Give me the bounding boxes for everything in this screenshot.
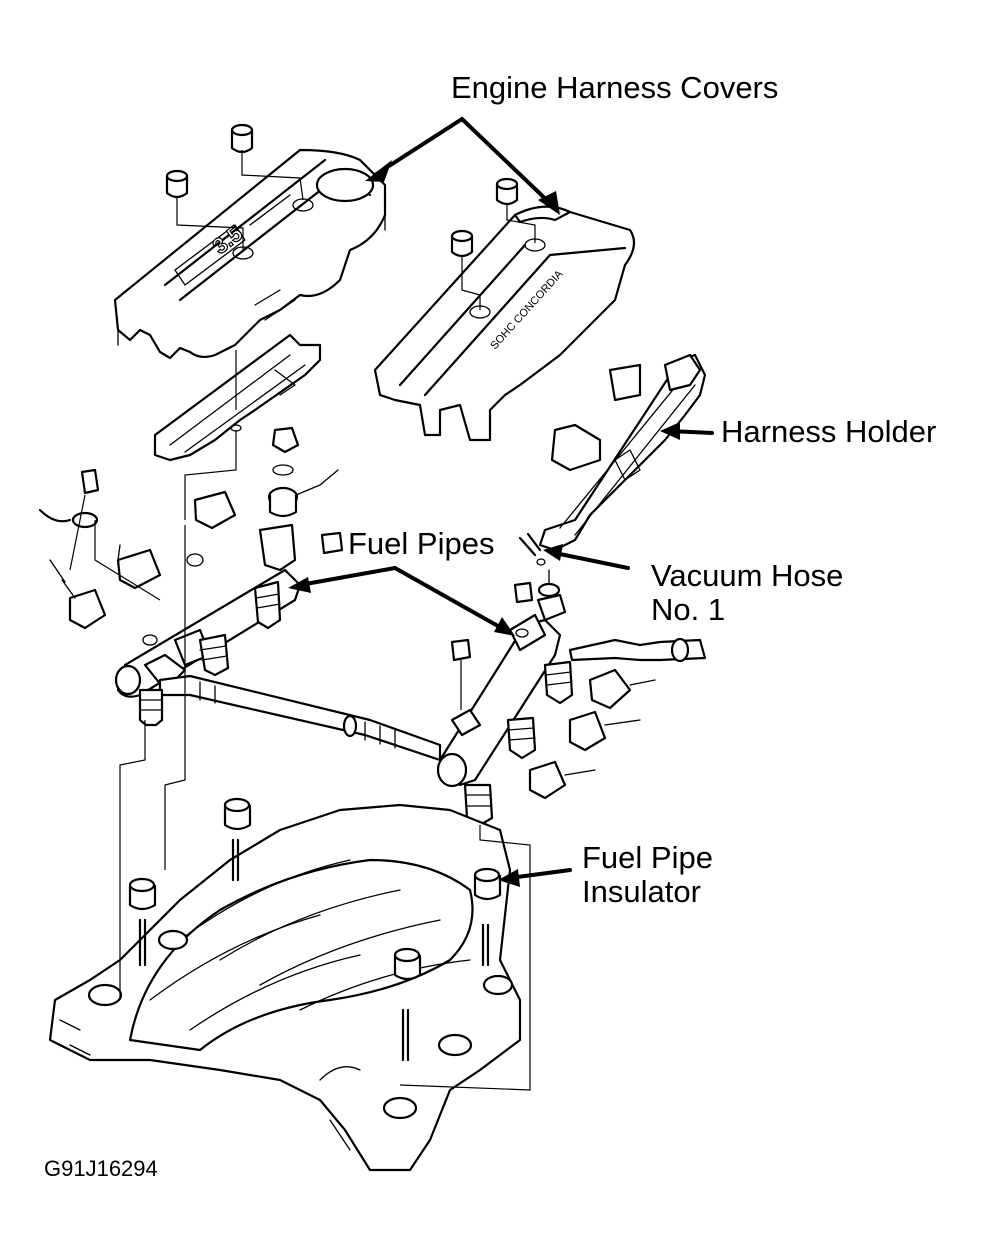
label-engine-harness-covers: Engine Harness Covers <box>451 70 779 105</box>
rail-nut-1 <box>320 531 344 555</box>
injector-connector-right-1 <box>588 668 656 710</box>
label-fuel-pipe-insulator-line1: Fuel Pipe <box>582 840 713 875</box>
arrow-vacuum-hose <box>543 544 630 570</box>
right-engine-harness-cover: SOHC CONCORDIA <box>373 205 636 442</box>
arrow-harness-holder <box>660 422 714 440</box>
fuel-injector-3 <box>253 580 282 630</box>
ground-wire-terminal <box>38 468 100 529</box>
right-fuel-rail <box>436 613 562 788</box>
left-harness-bracket <box>153 333 322 520</box>
cover-nut-3 <box>495 177 536 243</box>
rail-nut-2 <box>513 581 534 604</box>
fuel-injector-6 <box>543 660 574 705</box>
label-vacuum-hose-line2: No. 1 <box>651 592 726 627</box>
fuel-injector-5 <box>506 716 537 760</box>
crossover-fuel-pipe <box>158 674 442 762</box>
rail-nut-3 <box>450 638 472 710</box>
fuel-pipe-insulator-right <box>473 867 502 967</box>
arrow-fuel-pipes <box>288 566 515 636</box>
fuel-pressure-regulator <box>536 558 567 622</box>
left-fuel-rail <box>114 553 302 698</box>
cover-nut-1 <box>230 123 304 201</box>
injector-connector-left-2 <box>116 544 162 590</box>
injector-connector-left-3 <box>193 490 237 530</box>
fuel-pipe-insulator-center <box>223 797 252 882</box>
arrow-engine-harness-covers <box>365 117 560 215</box>
return-hose <box>568 637 707 663</box>
figure-id: G91J16294 <box>44 1156 158 1181</box>
left-engine-harness-cover: 3.5 <box>113 148 387 360</box>
harness-holder <box>538 353 707 552</box>
fuel-injector-4 <box>463 783 494 827</box>
fuel-pipe-insulator-lower <box>393 947 422 1062</box>
cover-nut-2 <box>165 169 244 250</box>
label-vacuum-hose-line1: Vacuum Hose <box>651 558 844 593</box>
label-harness-holder: Harness Holder <box>721 414 937 449</box>
fuel-injector-upper <box>258 426 339 572</box>
fuel-injector-1 <box>138 688 164 727</box>
injector-connector-right-3 <box>528 760 596 800</box>
injector-connector-left-1 <box>49 559 107 630</box>
intake-manifold <box>48 803 522 1172</box>
label-fuel-pipes: Fuel Pipes <box>348 526 495 561</box>
injector-connector-right-2 <box>568 710 641 752</box>
arrow-fuel-pipe-insulator <box>498 868 572 887</box>
assembly-guide-lines <box>69 494 531 1091</box>
label-fuel-pipe-insulator-line2: Insulator <box>582 874 701 909</box>
fuel-injector-2 <box>198 633 230 677</box>
cover-nut-4 <box>450 229 481 310</box>
vacuum-hose-no-1 <box>518 532 542 557</box>
fuel-pipe-insulator-left <box>128 877 157 967</box>
